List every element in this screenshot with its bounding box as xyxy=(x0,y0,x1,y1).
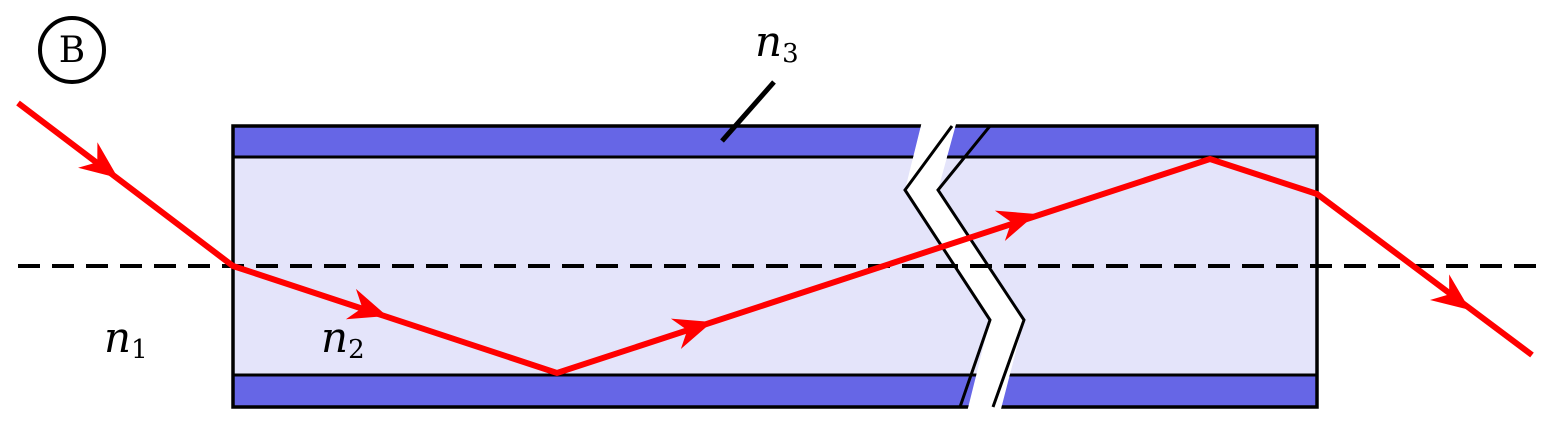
arrow-icon xyxy=(1429,274,1470,310)
badge-label: B xyxy=(59,30,85,71)
light-ray xyxy=(16,100,1534,377)
label-n2: n2 xyxy=(321,313,365,365)
arrow-icon xyxy=(994,210,1036,242)
arrow-icon xyxy=(78,142,118,178)
arrow-icon xyxy=(670,318,712,350)
ray-arrows xyxy=(78,142,1470,350)
break-edge-right xyxy=(936,125,1026,408)
arrow-icon xyxy=(345,288,387,320)
n3-pointer-line xyxy=(720,80,776,143)
break-edge-left xyxy=(903,125,992,408)
label-n1: n1 xyxy=(104,313,148,365)
label-n3: n3 xyxy=(755,17,799,69)
panel-badge: B xyxy=(38,16,106,84)
